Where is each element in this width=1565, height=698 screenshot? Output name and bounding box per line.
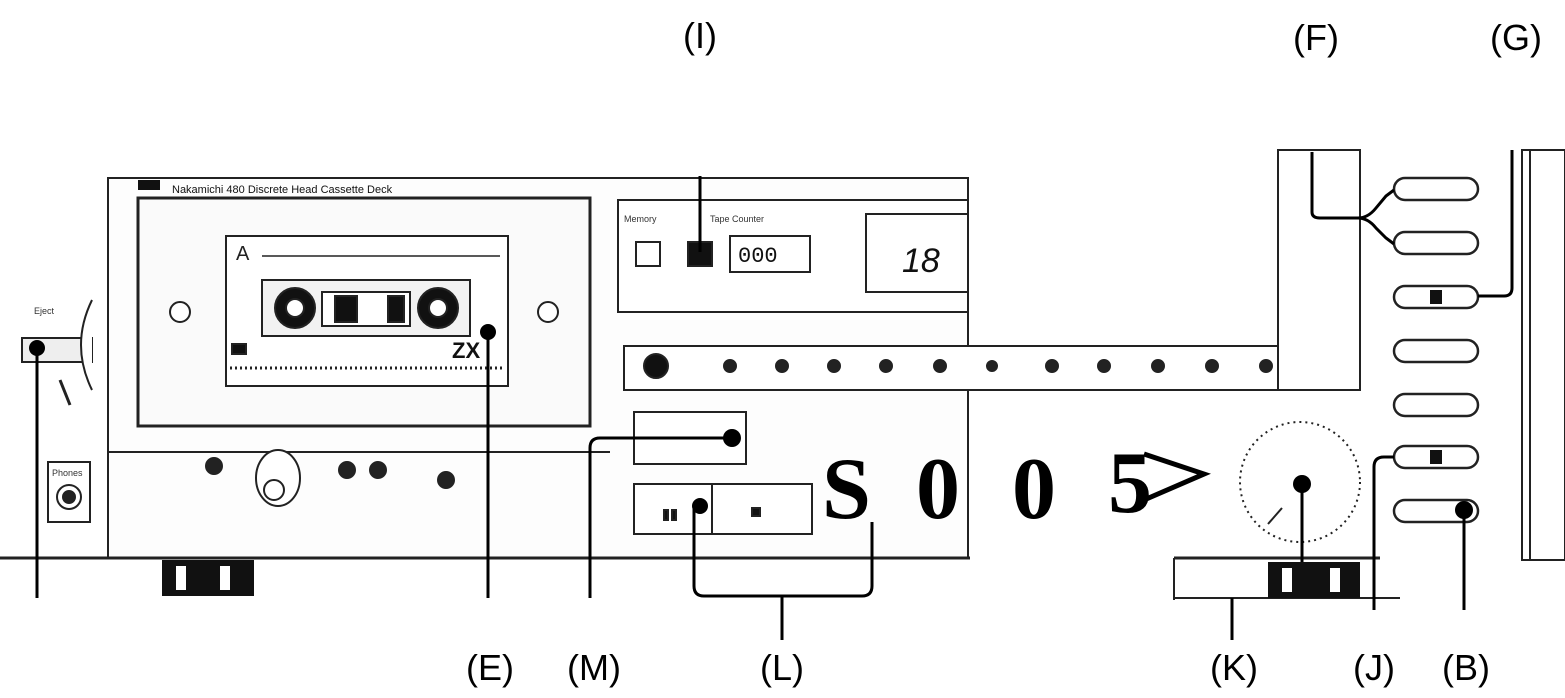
level-meter-row [623, 345, 1357, 391]
deck-right-body [1173, 149, 1565, 600]
callout-l: (L) [760, 647, 804, 688]
phones-jack: Phones [47, 461, 91, 523]
callout-k: (K) [1210, 647, 1258, 688]
selector-switches [1392, 176, 1480, 524]
brand-label: Nakamichi 480 Discrete Head Cassette Dec… [172, 184, 393, 196]
callout-b: (B) [1442, 647, 1490, 688]
cassette-type-label: ZX [452, 338, 480, 363]
overlay-char-2: 0 [916, 441, 960, 538]
callout-g: (G) [1490, 17, 1542, 58]
svg-text:Phones: Phones [52, 468, 83, 478]
callout-f: (F) [1293, 17, 1339, 58]
cassette-side-label: A [236, 243, 250, 265]
callout-m: (M) [567, 647, 621, 688]
leader-lines [35, 150, 1514, 640]
overlay-char-3: 0 [1012, 441, 1056, 538]
tape-counter-value: 000 [738, 244, 778, 269]
callout-e: (E) [466, 647, 514, 688]
svg-text:Memory: Memory [624, 214, 657, 224]
callout-i: (I) [683, 15, 717, 56]
deck-foot-left [162, 560, 254, 596]
svg-text:Tape Counter: Tape Counter [710, 214, 764, 224]
cassette-tape [225, 235, 509, 387]
eject-lever: Eject [21, 299, 93, 406]
overlay-char-1: S [822, 441, 871, 538]
counter-panel: Memory Tape Counter [617, 199, 969, 313]
overlay-char-4: 5 [1108, 435, 1152, 532]
level-display-value: 18 [902, 242, 940, 280]
deck-foot-right [1268, 562, 1360, 598]
lower-controls [205, 449, 455, 507]
callout-j: (J) [1353, 647, 1395, 688]
svg-text:Eject: Eject [34, 306, 55, 316]
brand-logo [138, 180, 160, 190]
chevron-arrow-icon [1143, 451, 1211, 503]
